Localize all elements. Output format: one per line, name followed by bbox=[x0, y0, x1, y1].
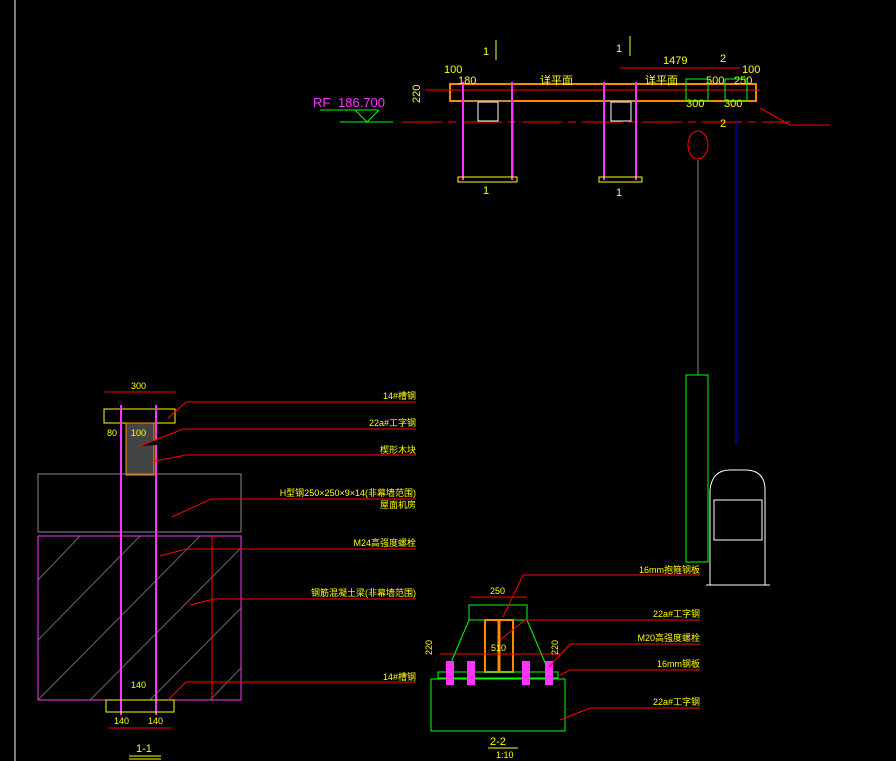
concrete-hatch bbox=[37, 535, 242, 701]
m20-bolts bbox=[446, 661, 553, 685]
gondola-frame bbox=[709, 469, 766, 585]
section-mark: 1 bbox=[616, 43, 622, 55]
elevation-value: 186.700 bbox=[338, 95, 385, 110]
leaders bbox=[499, 574, 700, 721]
section-mark: 1 bbox=[483, 46, 489, 58]
dim-text: 250 bbox=[734, 75, 752, 87]
dim-text: 100 bbox=[131, 428, 146, 438]
dim-text: 300 bbox=[686, 98, 704, 110]
label-h-steel: H型钢250×250×9×14(非幕墙范围) bbox=[280, 487, 416, 498]
section-1-1: 300 80 100 140 140 140 1-1 14 bbox=[37, 381, 416, 760]
steel-plate-16mm bbox=[437, 671, 559, 679]
concrete-beam bbox=[37, 535, 242, 701]
section-mark: 1 bbox=[616, 187, 622, 199]
channel-steel-top bbox=[103, 408, 176, 424]
i-beam-22a bbox=[125, 422, 155, 476]
h-steel-beam bbox=[37, 473, 242, 533]
dim-text: 220 bbox=[424, 640, 434, 655]
section-title: 1-1 bbox=[136, 743, 152, 755]
dim-text: 140 bbox=[131, 680, 146, 690]
label-i-beam-lower: 22a#工字钢 bbox=[653, 696, 700, 707]
dim-text: 500 bbox=[706, 75, 724, 87]
label-channel-steel-bottom: 14#槽钢 bbox=[383, 671, 416, 682]
i-beam-section bbox=[610, 101, 632, 122]
detail-plan-label: 详平面 bbox=[645, 73, 678, 87]
elevation-triangle bbox=[354, 109, 380, 123]
label-m24-bolt: M24高强度螺栓 bbox=[353, 537, 416, 548]
dim-text: 250 bbox=[490, 586, 505, 596]
detail-plan-label: 详平面 bbox=[540, 73, 573, 87]
label-m20-bolt: M20高强度螺栓 bbox=[637, 632, 700, 643]
hoist-motor bbox=[687, 130, 709, 160]
column-left bbox=[462, 100, 514, 178]
label-channel-steel: 14#槽钢 bbox=[383, 390, 416, 401]
section-title: 2-2 bbox=[490, 736, 506, 748]
base-plate bbox=[457, 176, 518, 183]
section-2-2: 250 510 220 220 2-2 1:10 16mm抱箍钢板 22a#工字… bbox=[424, 564, 700, 760]
label-steel-plate: 16mm钢板 bbox=[657, 658, 700, 669]
dim-text: 100 bbox=[444, 64, 462, 76]
dim-text: 220 bbox=[411, 85, 423, 103]
i-beam-section bbox=[477, 101, 499, 122]
clamp bbox=[724, 78, 748, 102]
elevation-label: RF bbox=[313, 95, 330, 110]
hoist-weight bbox=[685, 374, 709, 563]
base-plate bbox=[598, 176, 643, 183]
label-machine-room: 屋面机房 bbox=[380, 499, 416, 510]
dim-text: 140 bbox=[114, 716, 129, 726]
label-clamp-plate: 16mm抱箍钢板 bbox=[639, 564, 700, 575]
dim-text: 510 bbox=[491, 643, 506, 653]
section-mark: 2 bbox=[720, 118, 726, 130]
section-mark: 1 bbox=[483, 185, 489, 197]
label-i-beam: 22a#工字钢 bbox=[369, 417, 416, 428]
section-mark: 2 bbox=[720, 53, 726, 65]
section-scale: 1:10 bbox=[496, 750, 514, 760]
i-beam-22a-lower bbox=[430, 678, 566, 732]
label-i-beam: 22a#工字钢 bbox=[653, 608, 700, 619]
clamp bbox=[685, 78, 709, 102]
dim-text: 220 bbox=[550, 640, 560, 655]
dim-text: 80 bbox=[107, 428, 117, 438]
dim-text: 1479 bbox=[663, 55, 687, 67]
label-concrete-beam: 钢筋混凝土梁(非幕墙范围) bbox=[311, 587, 416, 598]
leader-line bbox=[759, 107, 791, 126]
dim-text: 100 bbox=[742, 64, 760, 76]
leaders bbox=[139, 401, 416, 701]
dim-text: 300 bbox=[724, 98, 742, 110]
gondola bbox=[685, 374, 770, 586]
plan-view: RF 186.700 1 1 1 1 2 2 100 180 220 详平面 详… bbox=[313, 36, 830, 445]
channel-steel-bottom bbox=[105, 699, 175, 713]
dim-text: 180 bbox=[458, 75, 476, 87]
clamp-plate bbox=[468, 604, 528, 621]
dim-text: 300 bbox=[131, 381, 146, 391]
label-wedge-block: 楔形木块 bbox=[380, 444, 416, 455]
gondola-cage bbox=[713, 499, 763, 541]
dim-text: 140 bbox=[148, 716, 163, 726]
